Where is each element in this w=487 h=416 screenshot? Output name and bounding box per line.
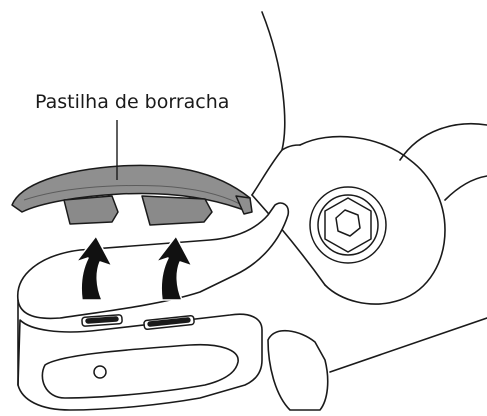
rubber-pad-highlight [23, 185, 241, 205]
pad-holder [17, 202, 290, 411]
rubber-pad-tab-left [63, 195, 119, 225]
bracket-inner [281, 144, 301, 151]
bolt-hex-socket [335, 209, 361, 237]
hex-bolt [309, 186, 387, 264]
holder-inner-slot [41, 343, 239, 399]
bolt-hex-head [324, 197, 372, 253]
mount-block [267, 330, 329, 411]
bracket-arm [299, 135, 446, 305]
callout-label: Pastilha de borracha [35, 91, 229, 113]
caliper-edge-right [251, 149, 283, 196]
rubber-pad [11, 164, 253, 226]
holder-slots [81, 314, 195, 379]
lower-right-diagonal [329, 317, 487, 373]
rubber-pad-end-cap [235, 195, 253, 215]
right-fork-curve-2 [444, 175, 487, 201]
rubber-pad-body [11, 164, 251, 213]
caliper-body [251, 11, 487, 411]
bracket-lower [251, 194, 326, 286]
bolt-washer-outer [309, 186, 387, 264]
arrow-left [75, 235, 113, 301]
caliper-outer-curve [261, 11, 286, 151]
arrow-right [155, 235, 193, 301]
slot-left-inner [85, 316, 119, 324]
insert-arrows [75, 235, 193, 301]
right-fork-curve [399, 122, 487, 161]
rubber-pad-tab-right [141, 195, 213, 226]
slot-right-inner [147, 317, 191, 327]
bolt-washer-inner [317, 194, 379, 256]
holder-screw-hole [93, 365, 107, 379]
